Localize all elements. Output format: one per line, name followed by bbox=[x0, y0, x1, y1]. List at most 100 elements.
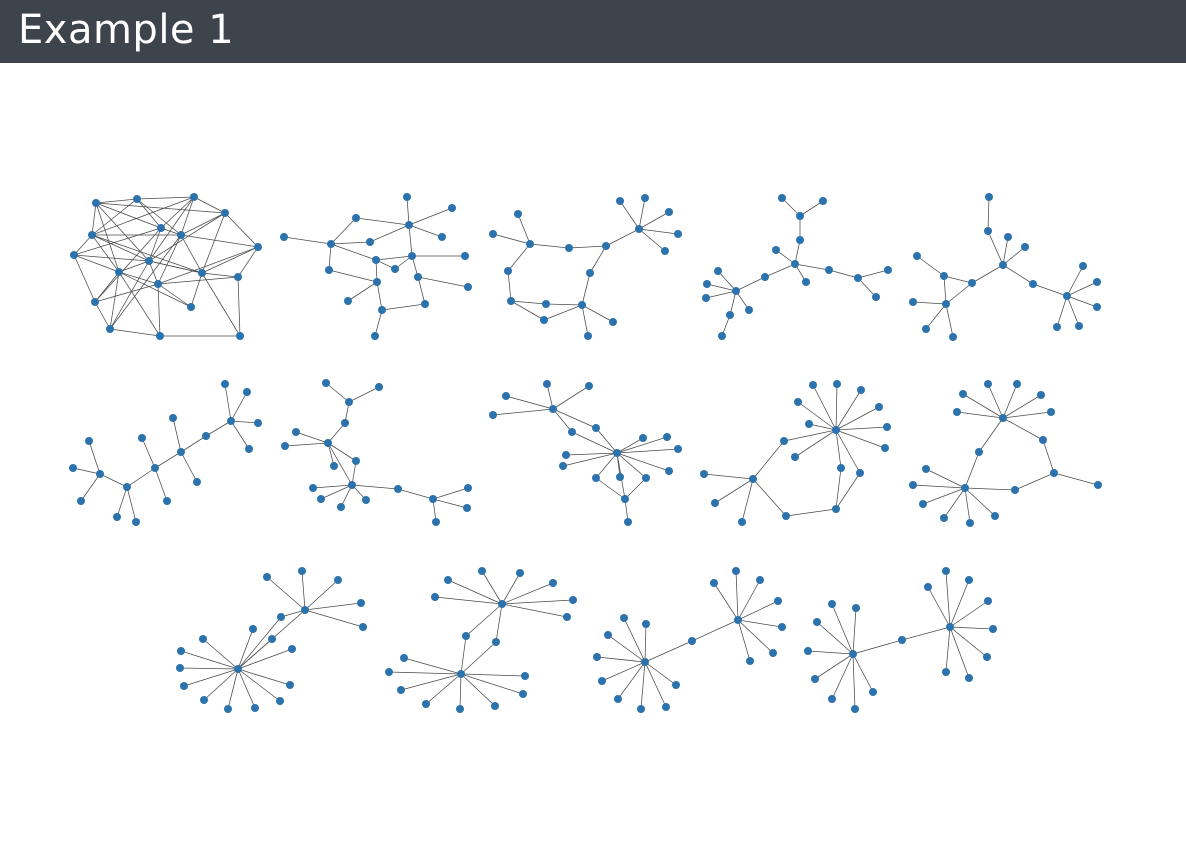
graph-edge bbox=[376, 281, 383, 311]
graph-edge bbox=[794, 429, 837, 458]
graph-node bbox=[286, 681, 294, 689]
graph-edge bbox=[529, 243, 570, 249]
graph-edge bbox=[956, 411, 1004, 419]
graph-edge bbox=[237, 638, 273, 670]
graph-node bbox=[408, 252, 416, 260]
graph-node bbox=[397, 686, 405, 694]
graph-edge bbox=[183, 668, 239, 687]
graph-node bbox=[378, 306, 386, 314]
graph-node bbox=[519, 690, 527, 698]
graph-edge bbox=[227, 668, 239, 710]
graph-node bbox=[833, 380, 841, 388]
graph-edge bbox=[816, 621, 854, 655]
graph-edge bbox=[160, 196, 195, 229]
graph-edge bbox=[201, 246, 259, 274]
graph-edge bbox=[327, 422, 346, 444]
graph-edge bbox=[852, 653, 856, 710]
graph-node bbox=[813, 618, 821, 626]
graph-edge bbox=[1002, 264, 1034, 285]
graph-edge bbox=[304, 579, 339, 611]
graph-node bbox=[234, 273, 242, 281]
graph-node bbox=[221, 380, 229, 388]
graph-node bbox=[309, 484, 317, 492]
graph-node bbox=[156, 332, 164, 340]
graph-edge bbox=[949, 626, 988, 658]
graph-edge bbox=[237, 628, 254, 670]
graph-node bbox=[288, 645, 296, 653]
graph-edge bbox=[157, 234, 182, 285]
graph-edge bbox=[118, 271, 192, 308]
graph-edge bbox=[737, 579, 761, 621]
graph-node bbox=[805, 420, 813, 428]
graph-node bbox=[593, 653, 601, 661]
graph-node bbox=[700, 470, 708, 478]
graph-edge bbox=[852, 653, 874, 693]
graph-edge bbox=[925, 468, 966, 489]
graph-node bbox=[984, 380, 992, 388]
graph-node bbox=[778, 194, 786, 202]
graph-edge bbox=[230, 391, 248, 422]
graph-node bbox=[961, 484, 969, 492]
graph-edge bbox=[1002, 411, 1052, 419]
graph-edge bbox=[180, 234, 259, 248]
graph-node bbox=[193, 478, 201, 486]
graph-edge bbox=[369, 224, 410, 243]
graph-edge bbox=[922, 487, 966, 505]
graph-edge bbox=[616, 452, 647, 479]
graph-edge bbox=[157, 276, 239, 285]
graph-edge bbox=[510, 300, 547, 305]
graph-node bbox=[202, 432, 210, 440]
graph-node bbox=[621, 495, 629, 503]
graph-edge bbox=[517, 213, 531, 245]
graph-node bbox=[616, 197, 624, 205]
graph-edge bbox=[432, 498, 468, 509]
graph-edge bbox=[831, 603, 854, 655]
graph-edge bbox=[617, 661, 646, 700]
graph-node bbox=[366, 238, 374, 246]
graph-edge bbox=[327, 442, 353, 486]
graph-edge bbox=[465, 603, 503, 637]
graph-edge bbox=[785, 508, 837, 517]
graph-node bbox=[772, 246, 780, 254]
graph-node bbox=[507, 297, 515, 305]
graph-node bbox=[280, 233, 288, 241]
graph-node bbox=[281, 442, 289, 450]
graph-node bbox=[70, 251, 78, 259]
graph-edge bbox=[729, 290, 737, 316]
graph-node bbox=[77, 497, 85, 505]
graph-edge bbox=[148, 196, 195, 262]
graph-node bbox=[718, 332, 726, 340]
graph-edge bbox=[964, 487, 971, 524]
graph-edge bbox=[118, 260, 150, 273]
graph-edge bbox=[596, 656, 646, 663]
graph-node bbox=[362, 496, 370, 504]
graph-edge bbox=[737, 619, 774, 654]
graph-edge bbox=[601, 661, 646, 682]
graph-node bbox=[1029, 280, 1037, 288]
graph-node bbox=[726, 311, 734, 319]
graph-edge bbox=[157, 246, 259, 285]
graph-edge bbox=[807, 650, 854, 655]
graph-edge bbox=[1002, 383, 1018, 419]
graph-node bbox=[959, 390, 967, 398]
graph-edge bbox=[835, 406, 880, 431]
graph-node bbox=[234, 665, 242, 673]
graph-edge bbox=[808, 423, 837, 431]
graph-node bbox=[702, 294, 710, 302]
graph-edge bbox=[397, 488, 434, 500]
graph-node bbox=[514, 210, 522, 218]
graph-edge bbox=[330, 243, 377, 261]
graph-edge bbox=[351, 484, 399, 490]
graph-edge bbox=[91, 198, 138, 236]
graph-edge bbox=[73, 234, 93, 256]
graph-node bbox=[663, 433, 671, 441]
graph-edge bbox=[794, 263, 830, 271]
graph-node bbox=[421, 300, 429, 308]
graph-node bbox=[457, 670, 465, 678]
graph-node bbox=[778, 623, 786, 631]
graph-edge bbox=[691, 619, 739, 642]
network-graph-g11 bbox=[176, 567, 367, 713]
graph-edge bbox=[835, 429, 842, 469]
network-graph-g2 bbox=[280, 193, 472, 340]
graph-edge bbox=[1066, 265, 1084, 297]
